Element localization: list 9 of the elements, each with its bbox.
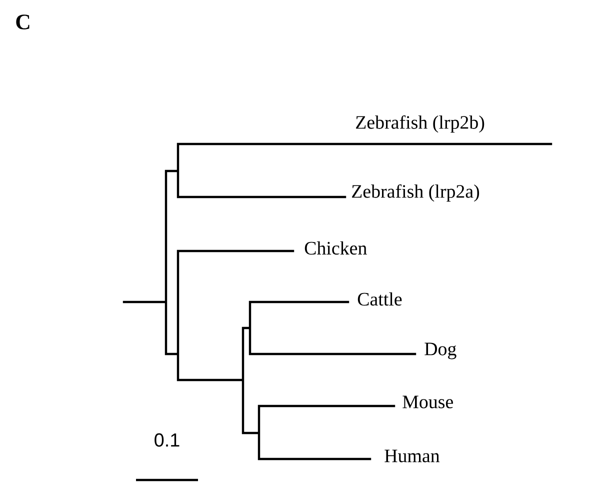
- scale-value: 0.1: [154, 433, 180, 447]
- leaf-label: Zebrafish (lrp2b): [356, 115, 484, 133]
- leaf-label: Dog: [424, 342, 456, 360]
- leaf-label: Zebrafish (lrp2a): [352, 184, 480, 202]
- leaf-label: Cattle: [358, 292, 402, 306]
- panel-letter: C: [16, 14, 30, 30]
- leaf-label: Human: [384, 450, 440, 462]
- leaf-label: Mouse: [402, 396, 453, 408]
- leaf-label: Chicken: [304, 241, 367, 255]
